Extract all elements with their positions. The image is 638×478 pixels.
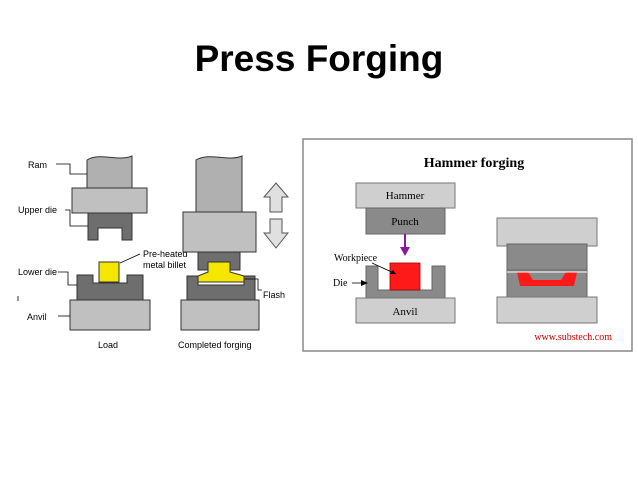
label-hammer-anvil: Anvil — [392, 306, 417, 318]
label-anvil: Anvil — [27, 312, 47, 322]
workpiece-shape — [389, 262, 421, 291]
label-upper-die: Upper die — [18, 205, 57, 215]
hammer-final-stage — [496, 217, 598, 324]
label-flash: Flash — [263, 290, 285, 300]
label-hammer: Hammer — [386, 190, 425, 202]
press-load-stage — [69, 155, 151, 331]
caption-completed: Completed forging — [178, 340, 252, 350]
label-workpiece: Workpiece — [334, 253, 378, 264]
up-arrow-icon — [262, 182, 290, 213]
label-die: Die — [333, 278, 348, 289]
caption-load: Load — [98, 340, 118, 350]
label-ram: Ram — [28, 160, 47, 170]
ram-shape — [86, 155, 133, 191]
label-billet-1: Pre-heated — [143, 249, 188, 259]
hammer-panel-title: Hammer forging — [424, 156, 524, 171]
press-completed-stage — [180, 155, 260, 331]
label-punch: Punch — [391, 216, 419, 228]
forged-workpiece-shape — [517, 272, 577, 286]
label-billet-2: metal billet — [143, 260, 187, 270]
press-labels — [17, 163, 141, 317]
credit-text: www.substech.com — [534, 332, 612, 343]
anvil-shape — [69, 299, 151, 331]
down-arrow-icon — [262, 218, 290, 249]
billet-shape — [98, 261, 120, 283]
upper-die-shape — [87, 212, 133, 241]
hammer-anvil-shape — [355, 297, 456, 324]
press-arrow-icon — [400, 247, 410, 256]
slide-title: Press Forging — [194, 38, 444, 79]
label-lower-die: Lower die — [18, 267, 57, 277]
